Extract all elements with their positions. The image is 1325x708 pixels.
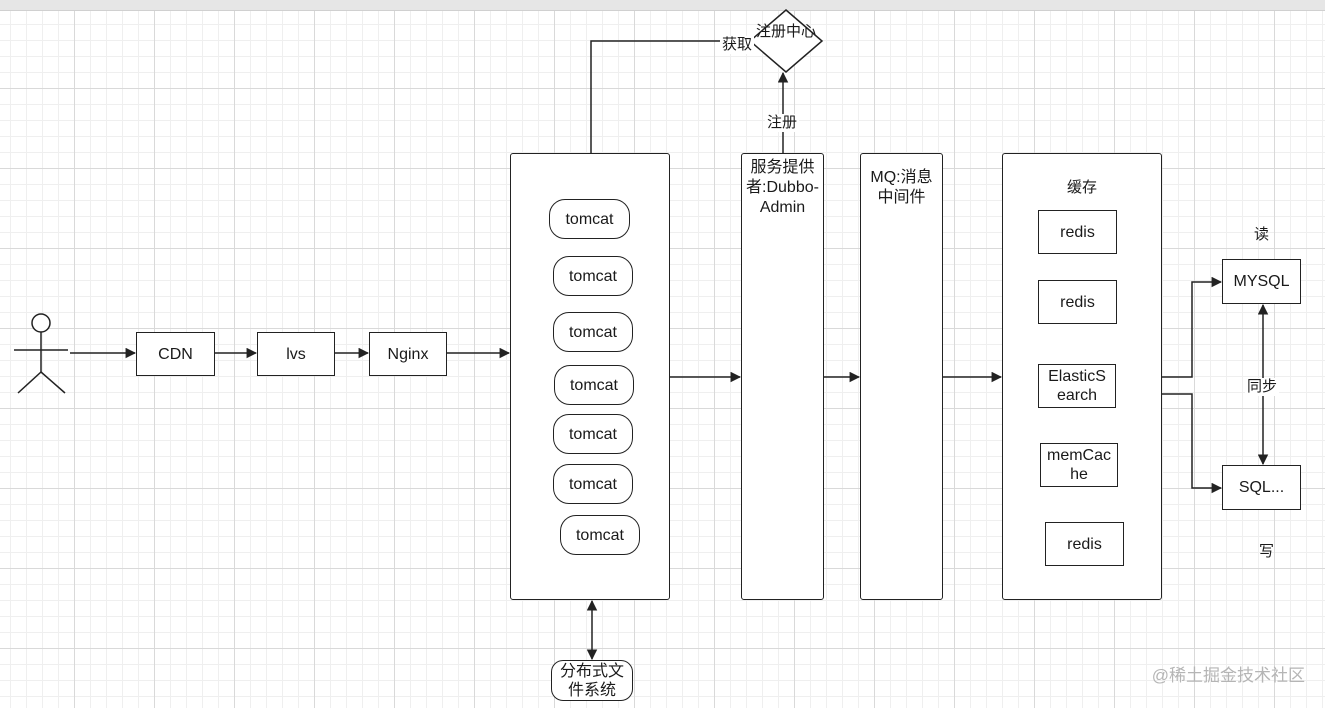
cache-item-label: memCache bbox=[1047, 447, 1112, 483]
tomcat-node[interactable]: tomcat bbox=[553, 256, 633, 296]
provider-label: 服务提供者:Dubbo-Admin bbox=[746, 159, 819, 216]
edge-label-sync: 同步 bbox=[1245, 378, 1280, 396]
edge-label-register: 注册 bbox=[765, 114, 800, 132]
registry-label: 注册中心 bbox=[755, 23, 816, 40]
tomcat-label: tomcat bbox=[575, 526, 624, 544]
cdn-label: CDN bbox=[158, 345, 193, 363]
cache-redis-node[interactable]: redis bbox=[1038, 210, 1117, 254]
registry-diamond bbox=[748, 9, 824, 73]
label-read: 读 bbox=[1254, 226, 1270, 243]
tomcat-label: tomcat bbox=[568, 267, 617, 285]
cache-redis-node[interactable]: redis bbox=[1038, 280, 1117, 324]
nginx-node[interactable]: Nginx bbox=[369, 332, 447, 376]
cache-item-label: redis bbox=[1067, 535, 1102, 553]
cache-elasticsearch-node[interactable]: ElasticSearch bbox=[1038, 364, 1116, 408]
dfs-label: 分布式文件系统 bbox=[559, 662, 624, 699]
edge-cache-sql bbox=[1162, 393, 1223, 494]
tomcat-label: tomcat bbox=[568, 475, 617, 493]
nginx-label: Nginx bbox=[387, 345, 429, 363]
cache-redis-node[interactable]: redis bbox=[1045, 522, 1124, 566]
tomcat-label: tomcat bbox=[565, 210, 614, 228]
tomcat-label: tomcat bbox=[568, 323, 617, 341]
cache-title: 缓存 bbox=[1066, 179, 1097, 196]
edge-cache-mysql bbox=[1162, 276, 1223, 378]
lvs-label: lvs bbox=[286, 345, 306, 363]
mysql-label: MYSQL bbox=[1233, 273, 1290, 290]
tomcat-label: tomcat bbox=[568, 425, 617, 443]
edge-label-fetch: 获取 bbox=[720, 36, 755, 54]
cache-item-label: redis bbox=[1060, 293, 1095, 311]
sql-label: SQL... bbox=[1238, 479, 1285, 496]
cache-item-label: redis bbox=[1060, 223, 1095, 241]
sql-node[interactable]: SQL... bbox=[1222, 465, 1301, 510]
label-write: 写 bbox=[1259, 543, 1275, 560]
cache-memcache-node[interactable]: memCache bbox=[1040, 443, 1118, 487]
edge-tomcats-registry bbox=[590, 40, 752, 154]
tomcat-node[interactable]: tomcat bbox=[553, 414, 633, 454]
tomcat-node[interactable]: tomcat bbox=[549, 199, 630, 239]
tomcat-node[interactable]: tomcat bbox=[553, 312, 633, 352]
mq-node[interactable]: MQ:消息中间件 bbox=[860, 153, 943, 600]
cdn-node[interactable]: CDN bbox=[136, 332, 215, 376]
cache-item-label: ElasticSearch bbox=[1048, 368, 1106, 404]
tomcat-node[interactable]: tomcat bbox=[560, 515, 640, 555]
provider-node[interactable]: 服务提供者:Dubbo-Admin bbox=[741, 153, 824, 600]
user-actor-icon bbox=[14, 313, 68, 394]
watermark-text: @稀土掘金技术社区 bbox=[1151, 666, 1305, 685]
dfs-node[interactable]: 分布式文件系统 bbox=[551, 660, 633, 701]
tomcat-node[interactable]: tomcat bbox=[553, 464, 633, 504]
mysql-node[interactable]: MYSQL bbox=[1222, 259, 1301, 304]
top-toolbar-strip bbox=[0, 0, 1325, 11]
tomcat-node[interactable]: tomcat bbox=[554, 365, 634, 405]
tomcat-label: tomcat bbox=[569, 376, 618, 394]
lvs-node[interactable]: lvs bbox=[257, 332, 335, 376]
mq-label: MQ:消息中间件 bbox=[870, 169, 933, 206]
